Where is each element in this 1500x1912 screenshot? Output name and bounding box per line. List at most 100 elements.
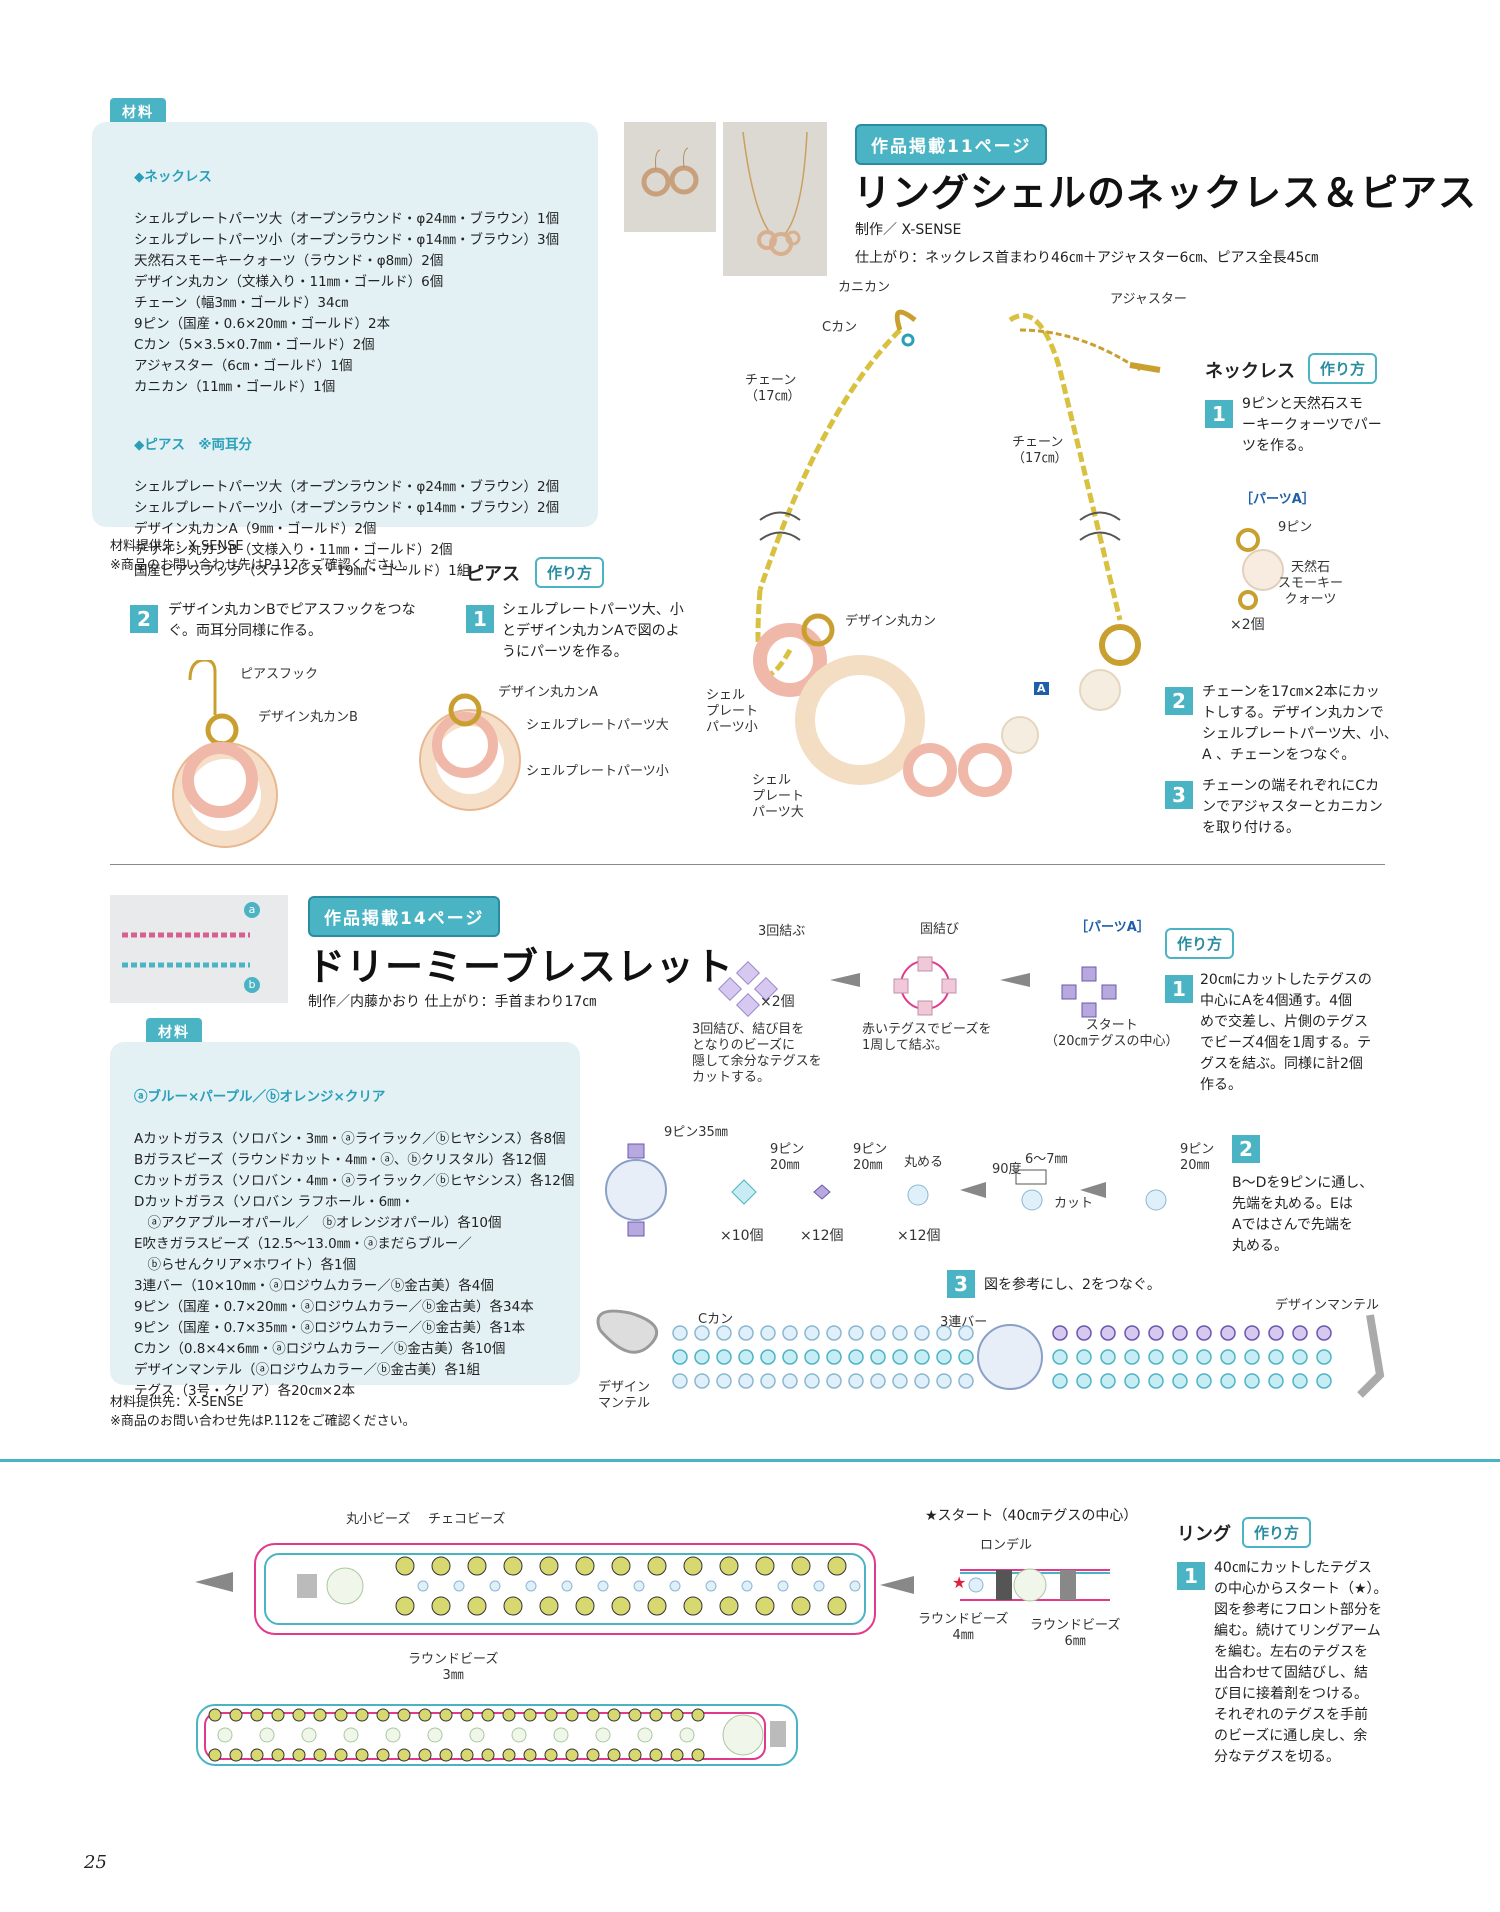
arm-bead-bottom xyxy=(229,1748,243,1762)
arm-bead-top xyxy=(481,1708,495,1722)
bracelet-bead xyxy=(1316,1325,1332,1341)
arm-bead-mid xyxy=(301,1727,317,1743)
czech-bead xyxy=(683,1556,703,1576)
czech-bead xyxy=(755,1596,775,1616)
necklace-section-title: ネックレス xyxy=(1205,361,1295,382)
bracelet-bead xyxy=(738,1325,754,1341)
round-bead xyxy=(777,1580,789,1592)
parts-a-label: ［パーツA］ xyxy=(1240,492,1315,507)
bracelet-bead xyxy=(716,1373,732,1389)
label-3knot: 3回結ぶ xyxy=(758,924,806,939)
bracelet-bead xyxy=(672,1373,688,1389)
finish-size: 仕上がり：ネックレス首まわり46㎝＋アジャスター6㎝、ピアス全長45㎝ xyxy=(855,250,1319,266)
czech-bead xyxy=(827,1556,847,1576)
arm-bead-bottom xyxy=(313,1748,327,1762)
parts-a-label-2: ［パーツA］ xyxy=(1075,920,1150,935)
round-bead xyxy=(813,1580,825,1592)
arm-bead-top xyxy=(439,1708,453,1722)
materials-box-2 xyxy=(110,1042,580,1385)
label-9pin20-b: 9ピン 20㎜ xyxy=(853,1142,888,1173)
bracelet-bead xyxy=(672,1325,688,1341)
bracelet-mat-head: ⓐブルー×パープル／ⓑオレンジ×クリア xyxy=(134,1089,386,1105)
supplier-note: 材料提供先：X-SENSE ※商品のお問い合わせ先はP.112をご確認ください。 xyxy=(110,537,416,575)
bracelet-bead xyxy=(1244,1325,1260,1341)
neck-step3-num: 3 xyxy=(1165,781,1193,809)
czech-bead xyxy=(467,1556,487,1576)
round-bead xyxy=(561,1580,573,1592)
material-item: 国産ピアスフック（ステンレス・19㎜・ゴールド）1組 xyxy=(134,563,471,579)
bracelet-photo xyxy=(110,895,288,1003)
label-mantel-left: デザイン マンテル xyxy=(598,1380,651,1411)
inquiry-2: ※商品のお問い合わせ先はP.112をご確認ください。 xyxy=(110,1414,416,1429)
pierce-section-title: ピアス xyxy=(466,564,520,585)
bracelet-step1-num: 1 xyxy=(1165,975,1193,1003)
label-round4: ラウンドビーズ 4㎜ xyxy=(918,1612,1009,1643)
bracelet-bead xyxy=(694,1325,710,1341)
material-item: テグス（3号・クリア）各20㎝×2本 xyxy=(134,1383,356,1399)
label-adjuster: アジャスター xyxy=(1110,292,1187,307)
page-tag-14: 作品掲載14ページ xyxy=(308,896,501,937)
bracelet-bead xyxy=(760,1325,776,1341)
pierce-head: ◆ピアス ※両耳分 xyxy=(134,437,253,453)
bracelet-bead xyxy=(914,1373,930,1389)
label-cut: カット xyxy=(1054,1196,1094,1211)
arm-bead-bottom xyxy=(208,1748,222,1762)
material-item: ⓐアクアブルーオパール／ ⓑオレンジオパール）各10個 xyxy=(134,1215,502,1231)
arm-bead-bottom xyxy=(628,1748,642,1762)
bracelet-bead xyxy=(1316,1349,1332,1365)
pierce-step1-text: シェルプレートパーツ大、小 とデザイン丸カンAで図のよ うにパーツを作る。 xyxy=(502,602,684,660)
howto-pierce: 作り方 xyxy=(535,557,605,588)
caption-3knot: 3回結び、結び目を となりのビーズに 隠して余分なテグスを カットする。 xyxy=(692,1022,822,1085)
material-item: 天然石スモーキークォーツ（ラウンド・φ8㎜）2個 xyxy=(134,253,444,269)
material-item: Cカン（5×3.5×0.7㎜・ゴールド）2個 xyxy=(134,337,375,353)
bracelet-bead xyxy=(936,1325,952,1341)
label-9pin20-c: 9ピン 20㎜ xyxy=(1180,1142,1215,1173)
supplier-2: 材料提供先：X-SENSE xyxy=(110,1395,244,1410)
svg-text:★: ★ xyxy=(952,1573,966,1592)
bracelet-bead xyxy=(1076,1349,1092,1365)
materials-box xyxy=(92,122,598,527)
bracelet-step2-text: B〜Dを9ピンに通し、 先端を丸める。Eは Aではさんで先端を 丸める。 xyxy=(1232,1175,1374,1254)
czech-bead xyxy=(755,1556,775,1576)
round-bead xyxy=(633,1580,645,1592)
arm-bead-bottom xyxy=(544,1748,558,1762)
material-item: デザイン丸カンA（9㎜・ゴールド）2個 xyxy=(134,521,377,537)
label-x10: ×10個 xyxy=(720,1228,764,1244)
arm-bead-mid xyxy=(343,1727,359,1743)
supplier: 材料提供先：X-SENSE xyxy=(110,539,244,554)
arm-bead-top xyxy=(355,1708,369,1722)
czech-bead xyxy=(719,1556,739,1576)
necklace-diagram xyxy=(753,309,1161,797)
caption-knot: 赤いテグスでビーズを 1周して結ぶ。 xyxy=(862,1022,992,1053)
material-item: カニカン（11㎜・ゴールド）1個 xyxy=(134,379,336,395)
arm-bead-bottom xyxy=(481,1748,495,1762)
bracelet-bead xyxy=(958,1349,974,1365)
arm-bead-mid xyxy=(427,1727,443,1743)
label-9pin20-a: 9ピン 20㎜ xyxy=(770,1142,805,1173)
arm-bead-bottom xyxy=(376,1748,390,1762)
round-bead xyxy=(597,1580,609,1592)
bracelet-bead xyxy=(1100,1325,1116,1341)
materials-tag-2: 材料 xyxy=(146,1018,202,1046)
czech-bead xyxy=(503,1556,523,1576)
bracelet-bead xyxy=(1268,1373,1284,1389)
bracelet-bead xyxy=(1124,1325,1140,1341)
neck-step2-num: 2 xyxy=(1165,687,1193,715)
bracelet-bead xyxy=(1124,1373,1140,1389)
arm-bead-top xyxy=(313,1708,327,1722)
material-item: Cカン（0.8×4×6㎜・ⓐロジウムカラー／ⓑ金古美）各10個 xyxy=(134,1341,506,1357)
bracelet-bead xyxy=(694,1349,710,1365)
inquiry: ※商品のお問い合わせ先はP.112をご確認ください。 xyxy=(110,558,416,573)
bracelet-bead xyxy=(892,1373,908,1389)
material-item: Bガラスビーズ（ラウンドカット・4㎜・ⓐ、ⓑクリスタル）各12個 xyxy=(134,1152,547,1168)
earring-photo xyxy=(624,122,716,232)
bracelet-bead xyxy=(782,1325,798,1341)
czech-bead xyxy=(431,1556,451,1576)
bracelet-step3-num: 3 xyxy=(947,1270,975,1298)
arm-bead-top xyxy=(208,1708,222,1722)
divider-2 xyxy=(0,1459,1500,1462)
bracelet-step2-num: 2 xyxy=(1232,1135,1260,1163)
label-knot: 固結び xyxy=(920,922,960,937)
arm-bead-mid xyxy=(385,1727,401,1743)
label-chain-right: チェーン （17㎝） xyxy=(1012,435,1068,466)
